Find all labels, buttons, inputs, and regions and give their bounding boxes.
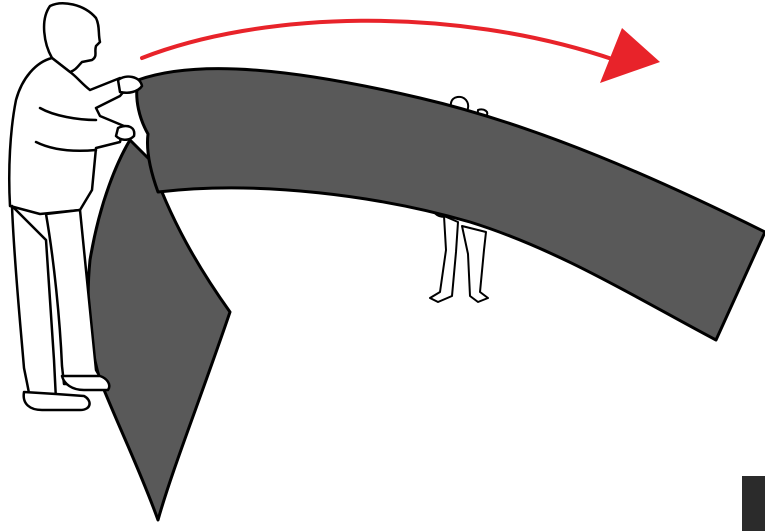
corner-block [742, 476, 765, 531]
curved-arrow-right-icon [140, 18, 660, 83]
person-holding-fabric-icon [8, 2, 144, 412]
fabric-curved-band [135, 67, 765, 342]
fabric-hanging-panel [86, 138, 232, 522]
